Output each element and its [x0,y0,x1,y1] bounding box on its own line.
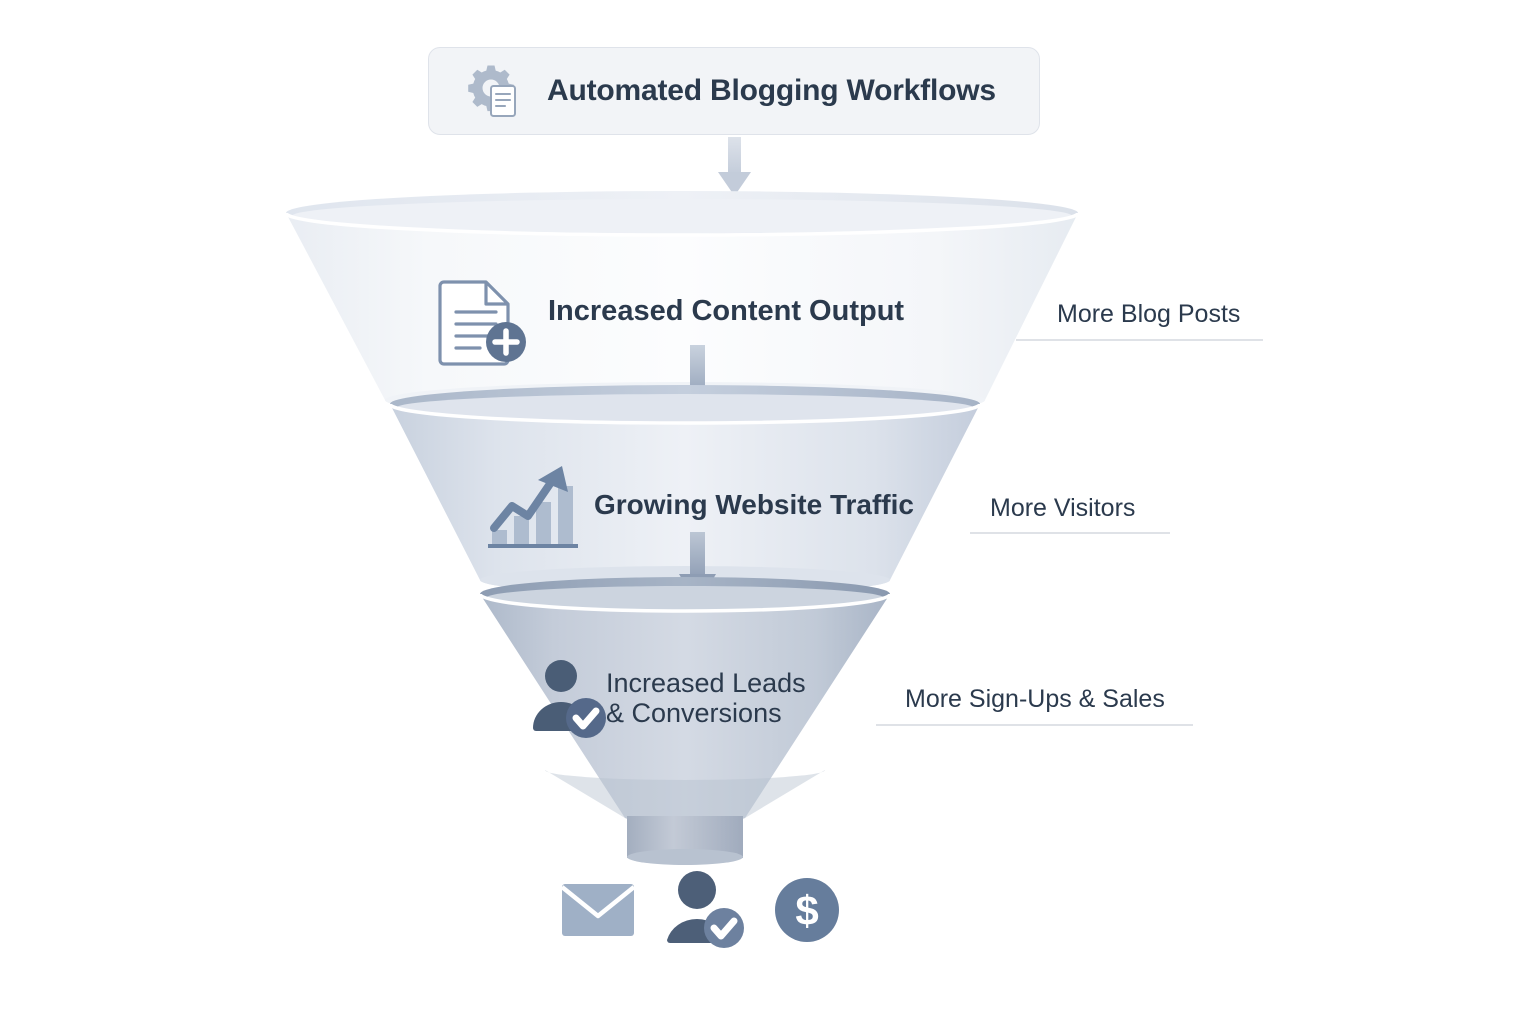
page-title: Automated Blogging Workflows [547,74,996,107]
gear-document-icon [463,60,525,122]
growth-chart-icon [486,458,580,559]
user-check-icon [661,870,749,955]
funnel-spout [627,816,743,865]
tier-1-label: Increased Content Output [548,295,905,327]
tier-3-label-line2: & Conversions [606,698,782,729]
svg-text:$: $ [795,887,818,934]
tier-3-label-line1: Increased Leads [606,668,806,698]
funnel-tier-2 [388,385,982,594]
header-box[interactable]: Automated Blogging Workflows [428,47,1040,135]
callout-line-3 [876,724,1193,726]
tier-2-label: Growing Website Traffic [594,489,914,520]
callout-label-more-signups-sales: More Sign-Ups & Sales [905,685,1165,713]
outcome-icons-row: $ [560,870,840,955]
callout-label-more-visitors: More Visitors [990,494,1136,522]
tier-3-label: Increased Leads & Conversions [606,668,806,728]
dollar-circle-icon: $ [774,877,840,948]
document-plus-icon [436,276,532,373]
callout-line-1 [1016,339,1263,341]
arrow-header-to-tier1 [718,137,751,196]
funnel-tier-3 [478,577,892,825]
envelope-icon [560,880,636,945]
callout-line-2 [970,532,1170,534]
callout-label-more-blog-posts: More Blog Posts [1057,300,1241,328]
user-check-icon [527,656,615,749]
